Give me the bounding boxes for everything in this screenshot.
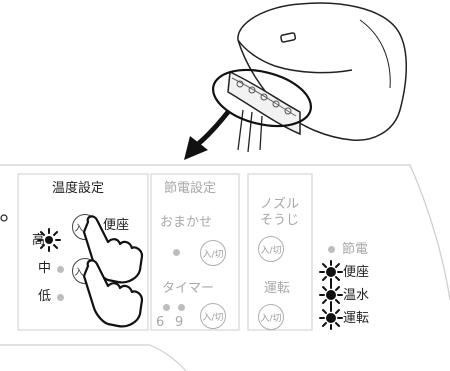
water-active-indicator <box>319 283 343 307</box>
timer-6-label: 6 <box>156 315 165 330</box>
run-active-indicator <box>319 306 343 330</box>
nozzle-group-box <box>247 173 313 331</box>
run-button[interactable]: 入/切 <box>258 304 284 330</box>
energy-group-box <box>150 173 240 331</box>
toilet-seat-illustration <box>211 2 407 153</box>
timer-label: タイマー <box>162 281 215 296</box>
water-indicator-label: 温水 <box>343 288 370 303</box>
level-high-label: 高 <box>32 233 46 248</box>
omakase-button[interactable]: 入/切 <box>200 240 226 266</box>
temp-group-box <box>17 173 149 331</box>
seat-target-label: 便座 <box>103 218 130 233</box>
omakase-label: おまかせ <box>160 215 213 230</box>
seat-indicator-label: 便座 <box>343 265 370 280</box>
timer-6-dot <box>163 304 170 311</box>
arrow-icon <box>184 110 230 160</box>
seat-active-indicator <box>319 260 343 284</box>
run-label: 運転 <box>264 281 291 296</box>
level-low-dot <box>57 294 64 301</box>
high-active-indicator <box>37 228 61 252</box>
run-indicator-label: 運転 <box>343 311 370 326</box>
level-low-label: 低 <box>38 289 52 304</box>
timer-button[interactable]: 入/切 <box>200 303 226 329</box>
nozzle-title-line1: ノズル <box>260 197 300 212</box>
level-mid-label: 中 <box>38 261 52 276</box>
nozzle-title-line2: そうじ <box>260 213 300 228</box>
nozzle-clean-button[interactable]: 入/切 <box>258 236 284 262</box>
temp-group-title: 温度設定 <box>52 181 105 196</box>
energy-group-title: 節電設定 <box>164 181 217 196</box>
energy-indicator-label: 節電 <box>342 242 369 257</box>
timer-9-dot <box>178 304 185 311</box>
hand-pointer-icon <box>82 215 144 328</box>
omakase-dot <box>173 249 180 256</box>
energy-indicator-dot <box>328 246 335 253</box>
timer-9-label: 9 <box>175 315 184 330</box>
level-mid-dot <box>57 266 64 273</box>
